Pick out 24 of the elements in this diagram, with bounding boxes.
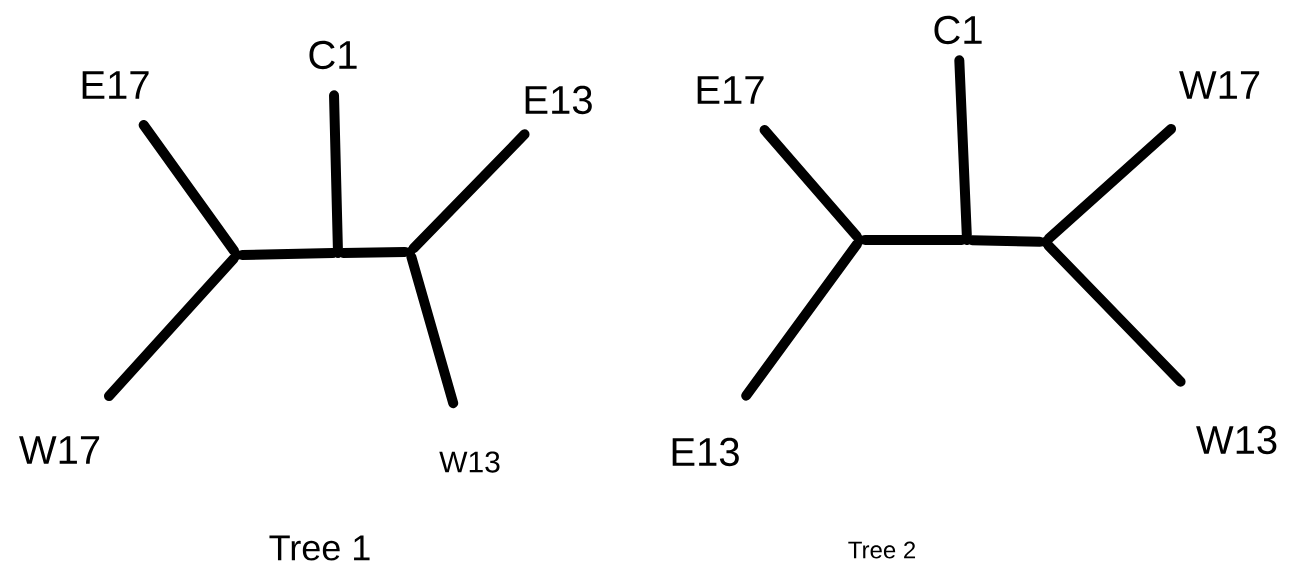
leaf-label: C1	[309, 40, 357, 70]
branch-line	[741, 239, 862, 401]
tree-caption: Tree 1	[269, 535, 370, 561]
tree-caption: Tree 2	[848, 541, 915, 559]
branch-line	[967, 235, 1045, 247]
leaf-label: E17	[697, 76, 764, 104]
branch-line	[406, 252, 459, 409]
branch-line	[338, 247, 410, 258]
leaf-label: E13	[525, 85, 592, 115]
branch-line	[138, 119, 239, 256]
leaf-label: E13	[672, 437, 739, 467]
branch-line	[408, 129, 530, 254]
branch-line	[860, 235, 967, 245]
branch-line	[1043, 123, 1177, 244]
branch-line	[1043, 240, 1186, 387]
leaf-label: E17	[82, 71, 149, 99]
leaf-label: W13	[1196, 425, 1277, 455]
leaf-label: W17	[1179, 71, 1260, 99]
branch-line	[759, 124, 862, 242]
branch-line	[237, 248, 338, 260]
leaf-label: W13	[439, 451, 500, 473]
leaf-label: C1	[934, 15, 982, 45]
branch-line	[103, 253, 239, 402]
leaf-label: W17	[19, 436, 100, 464]
